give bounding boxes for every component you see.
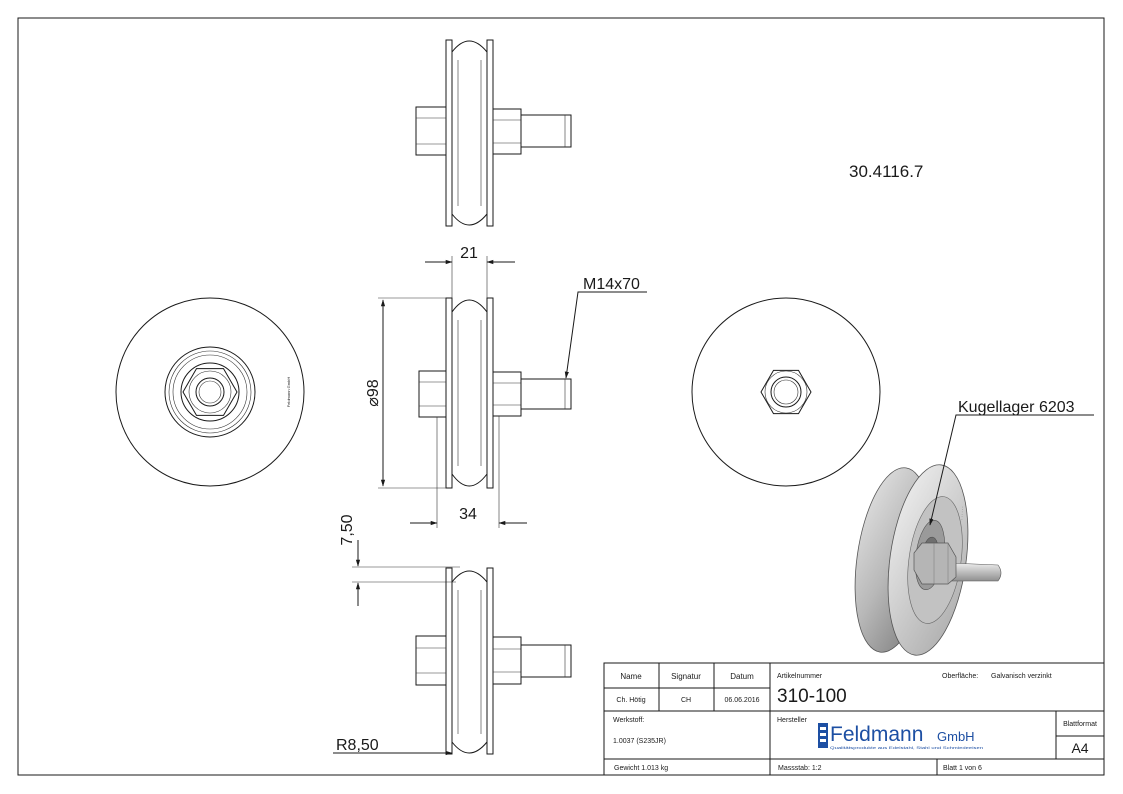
format-label: Blattformat xyxy=(1063,721,1097,728)
material-value: 1.0037 (S235JR) xyxy=(613,738,666,745)
signature-value: CH xyxy=(681,697,691,704)
material-label: Werkstoff: xyxy=(613,717,644,724)
dimension-groove-depth: 7,50 xyxy=(339,514,460,606)
dimension-groove-label: 7,50 xyxy=(339,514,356,545)
surface-label: Oberfläche: xyxy=(942,673,978,680)
top-side-view xyxy=(415,39,572,227)
date-value: 06.06.2016 xyxy=(724,697,759,704)
dimension-width-top: 21 xyxy=(425,245,515,298)
dimension-21-label: 21 xyxy=(460,245,478,262)
svg-text:· · · · · ·: · · · · · · xyxy=(959,506,964,520)
format-value: A4 xyxy=(1071,740,1088,756)
side-mark-text: Feldmann GmbH xyxy=(286,377,291,408)
weight: Gewicht 1.013 kg xyxy=(614,765,668,772)
title-block: Name Signatur Datum Ch. Hötig CH 06.06.2… xyxy=(603,662,1105,776)
signature-header: Signatur xyxy=(671,672,701,681)
isometric-view: · · · · · · xyxy=(854,464,1002,656)
name-header: Name xyxy=(620,672,642,681)
dimension-width-overall: 34 xyxy=(410,416,527,528)
dimension-34-label: 34 xyxy=(459,506,477,523)
bearing-callout: Kugellager 6203 xyxy=(929,399,1094,526)
name-value: Ch. Hötig xyxy=(616,697,645,704)
bottom-side-view xyxy=(415,567,572,755)
sheet-number: Blatt 1 von 6 xyxy=(943,765,982,772)
surface-value: Galvanisch verzinkt xyxy=(991,673,1052,680)
logo-tagline: Qualitätsprodukte aus Edelstahl, Stahl u… xyxy=(830,745,983,750)
article-number: 310-100 xyxy=(777,686,847,707)
article-label: Artikelnummer xyxy=(777,673,823,680)
manufacturer-label: Hersteller xyxy=(777,717,808,724)
part-code: 30.4116.7 xyxy=(849,162,923,181)
logo-suffix: GmbH xyxy=(937,729,975,744)
front-view-right xyxy=(691,297,881,487)
middle-side-view xyxy=(418,297,572,489)
scale: Massstab: 1:2 xyxy=(778,765,822,772)
dimension-diameter-label: ⌀98 xyxy=(365,379,382,407)
logo-name: Feldmann xyxy=(830,723,923,746)
radius-label: R8,50 xyxy=(336,737,379,754)
date-header: Datum xyxy=(730,672,754,681)
sheet-border xyxy=(17,17,1105,776)
dimension-radius: R8,50 xyxy=(333,737,453,756)
dimension-diameter: ⌀98 xyxy=(365,297,446,489)
dimension-thread: M14x70 xyxy=(564,276,647,379)
thread-label: M14x70 xyxy=(583,276,640,293)
bearing-callout-label: Kugellager 6203 xyxy=(958,399,1075,416)
feldmann-logo: Feldmann GmbH Qualitätsprodukte aus Edel… xyxy=(818,723,983,750)
front-view-left: Feldmann GmbH xyxy=(115,297,305,487)
